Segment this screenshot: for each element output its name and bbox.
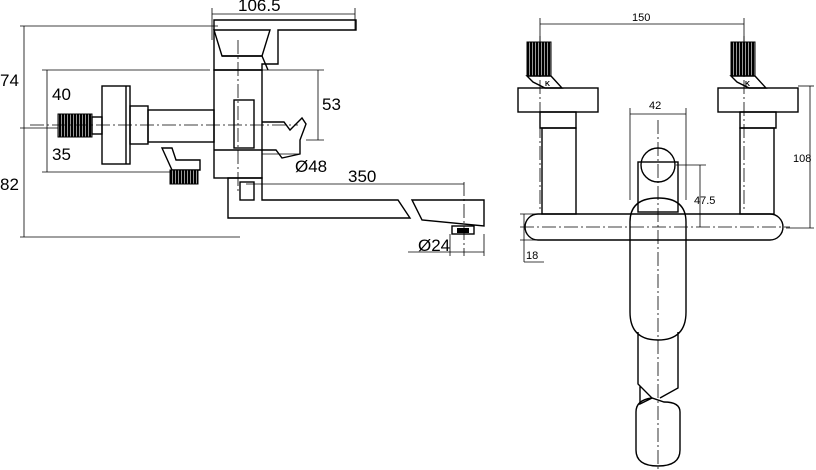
dim-body-width-label: 42 [649,100,661,112]
dim-body-diameter-label: Ø48 [295,157,327,176]
dim-body-width: 42 [629,100,687,200]
inlet-left: K [517,36,599,215]
body-bar [520,213,790,241]
dim-total-height-label: 108 [793,153,811,165]
dim-height-lower-label: 82 [0,175,19,194]
center-body: 47.5 [629,120,715,470]
dim-left-heights: 74 82 40 35 [0,25,240,238]
side-view: 106.5 74 82 40 35 [0,0,485,256]
dim-inlet-spacing: 150 [539,12,745,42]
spout: 350 Ø24 [227,167,485,256]
dim-outlet-diameter-label: Ø24 [418,236,450,255]
dim-body-height: 53 [262,69,341,141]
dim-body-height-label: 53 [322,95,341,114]
dim-total-height: 108 [786,85,814,229]
dim-top-width: 106.5 [211,0,356,40]
marker-left: K [545,81,550,88]
dim-inlet-spacing-label: 150 [632,12,650,24]
inlet-right: K [717,36,799,215]
dim-spout-thickness: 18 [520,213,544,263]
dim-spout-length-label: 350 [348,167,376,186]
dim-lever-offset-label: 47.5 [694,195,715,207]
shower-outlet [160,147,201,185]
dim-height-upper-label: 74 [0,71,19,90]
dim-inlet-upper-label: 40 [52,85,71,104]
dim-width-top-label: 106.5 [238,0,281,15]
front-view: 150 K K [517,12,814,470]
dim-spout-thickness-label: 18 [526,250,538,262]
marker-right: K [745,81,750,88]
dim-inlet-lower-label: 35 [52,145,71,164]
